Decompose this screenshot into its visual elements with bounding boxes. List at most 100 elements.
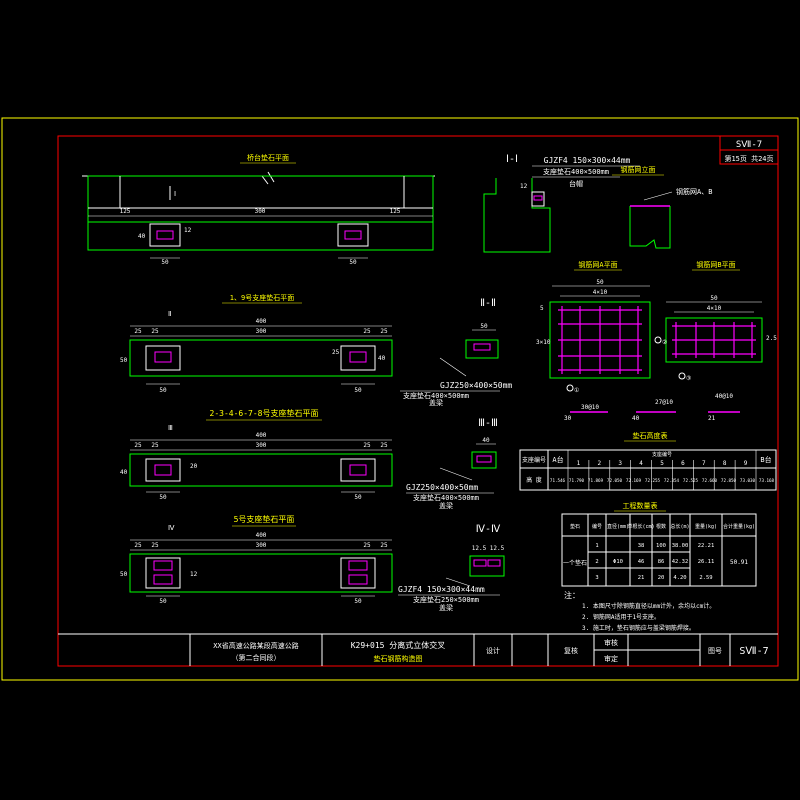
quantity-table-cell: 21 (638, 575, 645, 581)
bar-note-2: 27@10 (655, 399, 673, 406)
quantity-table: 工程数量表 垫石编号直径(mm)单根长(cm)根数总长(m)重量(kg)合计重量… (561, 501, 757, 587)
height-table-row1-label: 支座编号 (522, 456, 546, 464)
rebar-elevation-title: 钢筋网立面 (621, 165, 656, 174)
height-table-value: 73.030 (740, 478, 756, 483)
section-3-title: Ⅲ-Ⅲ (478, 418, 498, 429)
height-table-number: 4 (639, 460, 643, 467)
bar-2-dim: 40 (632, 415, 640, 422)
quantity-table-cell: 100 (656, 543, 666, 549)
plan-2-8-view: 2-3-4-6-7-8号支座垫石平面 Ⅲ 400 25 25 300 25 25… (120, 408, 393, 501)
plan-1-9-mark: Ⅱ (168, 310, 171, 318)
quantity-table-cell: 2 (595, 559, 598, 565)
rebar-elevation-view: 钢筋网立面 钢筋网A、B (612, 165, 712, 249)
rebar-plan-b-view: 钢筋网B平面 50 4×10 2.5 (665, 260, 777, 380)
main-plan-view: 桥台垫石平面 Ⅰ 125 300 125 40 12 50 50 (82, 153, 435, 266)
plan-5-dim-0: 25 (134, 542, 142, 549)
quantity-table-header: 垫石 (570, 523, 580, 530)
sheet-outer-frame (1, 117, 799, 681)
section-3-sub: 盖梁 (439, 501, 453, 510)
plan-1-9-d25: 25 (332, 349, 340, 356)
title-approve: 审定 (604, 654, 618, 663)
title-review1: 复核 (564, 646, 578, 655)
note-2: 2. 钢筋网A适用于1号支座。 (582, 613, 660, 621)
section-4-seat: 支座垫石250×500mm (413, 595, 479, 604)
section-3-view: Ⅲ-Ⅲ 40 GJZ250×400×50mm 支座垫石400×500mm 盖梁 (406, 418, 498, 510)
section-1-view: Ⅰ-Ⅰ GJZF4 150×300×44mm 支座垫石400×500mm 台帽 … (483, 154, 640, 253)
quantity-table-cell: Φ10 (613, 559, 623, 565)
sheet-page: 第15页 共24页 (724, 154, 773, 163)
section-1-sub: 台帽 (569, 179, 583, 188)
height-table-value: 72.660 (702, 478, 718, 483)
quantity-table-cell: 46 (638, 559, 645, 565)
rebar-plan-a-view: 钢筋网A平面 50 4×10 5 3×10 (536, 260, 662, 392)
rebar-plan-a-sub: 4×10 (593, 289, 608, 296)
height-table-row2-label: 高 度 (526, 476, 542, 484)
plan-1-9-d40: 40 (378, 355, 386, 362)
bar-note-1: 30@10 (581, 404, 599, 411)
plan-2-8-dim-3: 25 (363, 442, 371, 449)
plan-2-8-dim-0: 25 (134, 442, 142, 449)
quantity-table-cell: 4.20 (673, 575, 686, 581)
plan-2-8-d20: 20 (190, 463, 198, 470)
main-plan-d12: 12 (184, 227, 192, 234)
plan-1-9-b50a: 50 (159, 387, 167, 394)
plan-5-d50: 50 (120, 571, 128, 578)
plan-1-9-dim-0: 25 (134, 328, 142, 335)
section-3-bearing: GJZ250×400×50mm (406, 483, 478, 492)
notes: 注： 1. 本图尺寸除钢筋直径以mm计外，余均以cm计。 2. 钢筋网A适用于1… (564, 590, 715, 632)
main-plan-dim-right: 125 (390, 208, 401, 215)
height-table-title: 垫石高度表 (633, 431, 668, 440)
quantity-table-header: 编号 (592, 523, 602, 530)
rebar-plan-b-title: 钢筋网B平面 (696, 260, 735, 269)
plan-2-8-overall: 400 (256, 432, 267, 439)
title-project: XX省高速公路某段高速公路 (213, 641, 298, 650)
height-table-mid-label: 支座编号 (652, 451, 672, 458)
rebar-plan-a-mesh (558, 306, 642, 374)
rebar-elevation-label: 钢筋网A、B (676, 187, 712, 196)
rebar-plan-a-side: 3×10 (536, 339, 551, 346)
note-1: 1. 本图尺寸除钢筋直径以mm计外，余均以cm计。 (582, 602, 715, 610)
rebar-plan-b-sub: 4×10 (707, 305, 722, 312)
quantity-table-header: 直径(mm) (607, 523, 629, 530)
section-2-bearing: GJZ250×400×50mm (440, 381, 512, 390)
section-4-sub: 盖梁 (439, 603, 453, 612)
section-3-seat: 支座垫石400×500mm (413, 493, 479, 502)
main-plan-d40: 40 (138, 233, 146, 240)
plan-1-9-dim-1: 25 (151, 328, 159, 335)
rebar-plan-a-title: 钢筋网A平面 (578, 260, 617, 269)
quantity-table-cell: 38 (638, 543, 645, 549)
section-2-top: 50 (480, 323, 488, 330)
title-drawing-line2: 垫石钢筋构造图 (374, 654, 423, 663)
plan-2-8-dim-2: 300 (256, 442, 267, 449)
plan-5-dim-2: 300 (256, 542, 267, 549)
height-table-number: 3 (618, 460, 622, 467)
rebar-plan-b-mesh (672, 322, 756, 358)
quantity-table-cell: 38.00 (672, 543, 689, 549)
height-table-value: 71.546 (550, 478, 566, 483)
quantity-table-group: 一个垫石 (563, 559, 587, 567)
plan-1-9-dim-2: 300 (256, 328, 267, 335)
plan-5-b50b: 50 (354, 598, 362, 605)
section-2-title: Ⅱ-Ⅱ (480, 298, 496, 309)
section-1-d12: 12 (520, 183, 528, 190)
quantity-table-cell: 3 (595, 575, 598, 581)
height-table-number: 7 (702, 460, 706, 467)
plan-1-9-d50: 50 (120, 357, 128, 364)
section-3-top: 40 (482, 437, 490, 444)
bar-1-dim: 30 (564, 415, 572, 422)
plan-5-dim-4: 25 (380, 542, 388, 549)
quantity-table-header: 单根长(cm) (627, 523, 654, 530)
plan-2-8-b50a: 50 (159, 494, 167, 501)
section-1-title: Ⅰ-Ⅰ (506, 154, 518, 165)
height-table-value: 71.869 (588, 478, 604, 483)
section-2-sub: 盖梁 (429, 398, 443, 407)
height-table-value: 73.168 (759, 478, 775, 483)
section-1-bearing: GJZF4 150×300×44mm (544, 156, 631, 165)
quantity-table-header: 重量(kg) (695, 523, 717, 530)
height-table-value: 72.169 (626, 478, 642, 483)
rebar-plan-a-total: 50 (596, 279, 604, 286)
height-table-number: 5 (660, 460, 664, 467)
quantity-table-header: 根数 (656, 523, 666, 530)
